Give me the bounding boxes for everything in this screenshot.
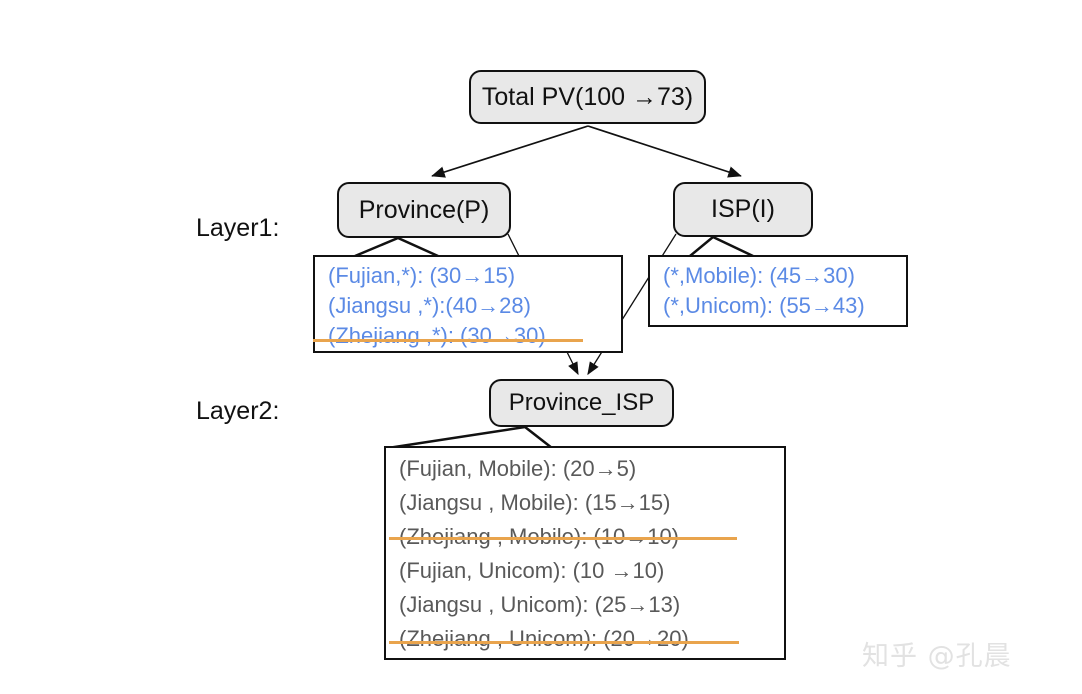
- watermark: 知乎 @孔晨: [862, 641, 1012, 672]
- callout-line: (*,Unicom): (55→43): [663, 293, 865, 318]
- layer1-label: Layer1:: [196, 214, 280, 242]
- callout-line: (Zhejiang ,*): (30→30): [328, 323, 546, 348]
- callout-line: (Zhejiang , Mobile): (10→10): [399, 524, 680, 549]
- callout-line: (Jiangsu , Unicom): (25→13): [399, 592, 681, 617]
- layer2-label: Layer2:: [196, 397, 280, 425]
- node-isp-label: ISP(I): [711, 195, 775, 223]
- callout-line: (Jiangsu ,*):(40→28): [328, 293, 531, 318]
- node-province-isp[interactable]: Province_ISP: [489, 379, 674, 427]
- callout-line: (Jiangsu , Mobile): (15→15): [399, 490, 671, 515]
- callout-province-isp-breakdown: (Fujian, Mobile): (20→5) (Jiangsu , Mobi…: [384, 446, 786, 660]
- edge-total-to-province: [431, 125, 589, 178]
- callout-tail-provinceisp: [387, 425, 553, 450]
- callout-line: (Fujian,*): (30→15): [328, 263, 516, 288]
- callout-isp-breakdown: (*,Mobile): (45→30) (*,Unicom): (55→43): [648, 255, 908, 327]
- callout-line: (Zhejiang , Unicom): (20→20): [399, 626, 689, 651]
- callout-line: (Fujian, Mobile): (20→5): [399, 456, 637, 481]
- callout-tail-isp: [689, 235, 754, 258]
- node-total-pv[interactable]: Total PV(100 →73): [469, 70, 706, 124]
- node-isp[interactable]: ISP(I): [673, 182, 813, 237]
- callout-line: (*,Mobile): (45→30): [663, 263, 855, 288]
- node-province[interactable]: Province(P): [337, 182, 511, 238]
- callout-tail-province: [354, 236, 439, 258]
- callout-line: (Fujian, Unicom): (10 →10): [399, 558, 665, 583]
- callout-province-breakdown: (Fujian,*): (30→15) (Jiangsu ,*):(40→28)…: [313, 255, 623, 353]
- edge-total-to-isp: [587, 125, 742, 178]
- node-province-isp-label: Province_ISP: [508, 389, 655, 416]
- node-province-label: Province(P): [358, 195, 490, 224]
- node-total-pv-label: Total PV(100 →73): [481, 82, 694, 111]
